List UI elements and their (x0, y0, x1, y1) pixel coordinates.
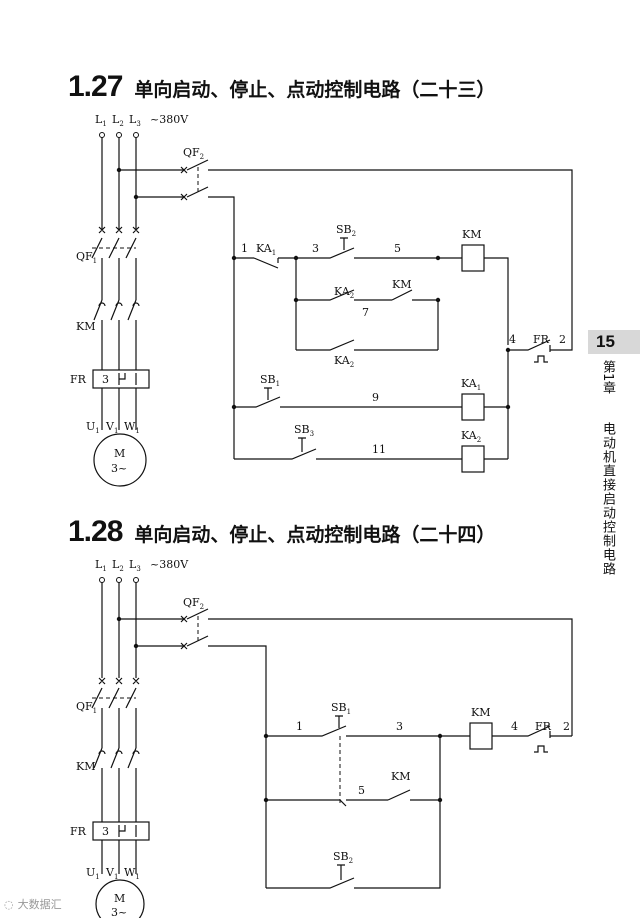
svg-text:L1: L1 (95, 558, 107, 573)
svg-text:KM: KM (76, 760, 95, 773)
svg-text:FR: FR (70, 825, 87, 838)
svg-text:L2: L2 (112, 113, 124, 128)
watermark-logo-icon: ◌ (4, 897, 14, 911)
svg-text:1: 1 (241, 242, 248, 255)
svg-text:FR: FR (535, 720, 552, 733)
svg-text:SB2: SB2 (336, 223, 356, 238)
svg-text:KM: KM (391, 770, 410, 783)
section-number: 1.28 (68, 515, 123, 548)
coil-ka1 (461, 393, 485, 421)
svg-text:7: 7 (362, 306, 369, 319)
svg-text:3: 3 (102, 373, 109, 386)
svg-text:KM: KM (471, 706, 490, 719)
chapter-sidebar: 15 第1章 电动机直接启动控制电路 (588, 330, 640, 590)
svg-text:2: 2 (559, 333, 566, 346)
svg-text:3: 3 (396, 720, 403, 733)
svg-text:9: 9 (372, 391, 379, 404)
svg-text:U1: U1 (86, 866, 100, 881)
svg-text:4: 4 (509, 333, 516, 346)
chapter-subject: 电动机直接启动控制电路 (600, 422, 615, 576)
svg-text:V1: V1 (105, 420, 118, 435)
svg-text:L1: L1 (95, 113, 107, 128)
svg-text:SB2: SB2 (333, 850, 353, 865)
svg-text:SB1: SB1 (260, 373, 280, 388)
section-title-1-27: 1.27 单向启动、停止、点动控制电路（二十三） (68, 70, 495, 104)
svg-text:~380V: ~380V (150, 558, 189, 571)
voltage-label: ~380V (150, 113, 189, 126)
svg-text:SB3: SB3 (294, 423, 314, 438)
svg-text:5: 5 (394, 242, 401, 255)
motor-symbol (93, 433, 147, 487)
coil-km (461, 244, 485, 272)
svg-text:SB1: SB1 (331, 701, 351, 716)
section-number: 1.27 (68, 70, 123, 103)
km-main-label: KM (76, 320, 95, 333)
chapter-number-tab: 15 (588, 330, 640, 354)
svg-text:KA2: KA2 (461, 429, 481, 444)
svg-text:W1: W1 (124, 866, 140, 881)
qf2-label: QF2 (183, 146, 204, 161)
section-heading: 单向启动、停止、点动控制电路（二十三） (134, 79, 496, 101)
coil-km (469, 722, 493, 750)
motor-symbol (95, 879, 145, 918)
svg-text:KA1: KA1 (256, 242, 276, 257)
svg-text:1: 1 (296, 720, 303, 733)
circuit-diagram-1-27: L1 L2 L3 ~380V QF2 QF1 KM FR (70, 113, 573, 487)
svg-text:KA2: KA2 (334, 285, 354, 300)
svg-text:3: 3 (102, 825, 109, 838)
phase-labels: L1 L2 L3 ~380V (95, 558, 189, 573)
svg-text:3: 3 (312, 242, 319, 255)
fr-label: FR (70, 373, 87, 386)
svg-text:M: M (114, 892, 125, 905)
svg-text:3~: 3~ (111, 462, 127, 475)
svg-text:KA1: KA1 (461, 377, 481, 392)
svg-text:L3: L3 (129, 113, 141, 128)
svg-text:QF2: QF2 (183, 596, 204, 611)
svg-text:L2: L2 (112, 558, 124, 573)
section-heading: 单向启动、停止、点动控制电路（二十四） (134, 524, 496, 546)
section-title-1-28: 1.28 单向启动、停止、点动控制电路（二十四） (68, 515, 495, 549)
svg-text:QF1: QF1 (76, 700, 97, 715)
circuit-diagram-1-28: L1 L2 L3 ~380V QF2 QF1 KM FR 3 U1 V1 (70, 558, 573, 918)
svg-text:KM: KM (392, 278, 411, 291)
phase-labels: L1 L2 L3 ~380V (95, 113, 189, 128)
watermark-text: 大数据汇 (17, 898, 62, 911)
svg-text:FR: FR (533, 333, 550, 346)
svg-text:U1: U1 (86, 420, 100, 435)
svg-text:5: 5 (358, 784, 365, 797)
svg-text:4: 4 (511, 720, 518, 733)
svg-text:11: 11 (372, 443, 386, 456)
coil-ka2 (461, 445, 485, 473)
svg-text:3~: 3~ (111, 906, 127, 918)
svg-text:W1: W1 (124, 420, 140, 435)
chapter-label: 第1章 (600, 360, 615, 395)
svg-text:L3: L3 (129, 558, 141, 573)
watermark: ◌ 大数据汇 (4, 896, 62, 912)
svg-text:2: 2 (563, 720, 570, 733)
svg-text:KM: KM (462, 228, 481, 241)
svg-text:QF1: QF1 (76, 250, 97, 265)
svg-text:KA2: KA2 (334, 354, 354, 369)
svg-text:M: M (114, 447, 125, 460)
svg-text:V1: V1 (105, 866, 118, 881)
